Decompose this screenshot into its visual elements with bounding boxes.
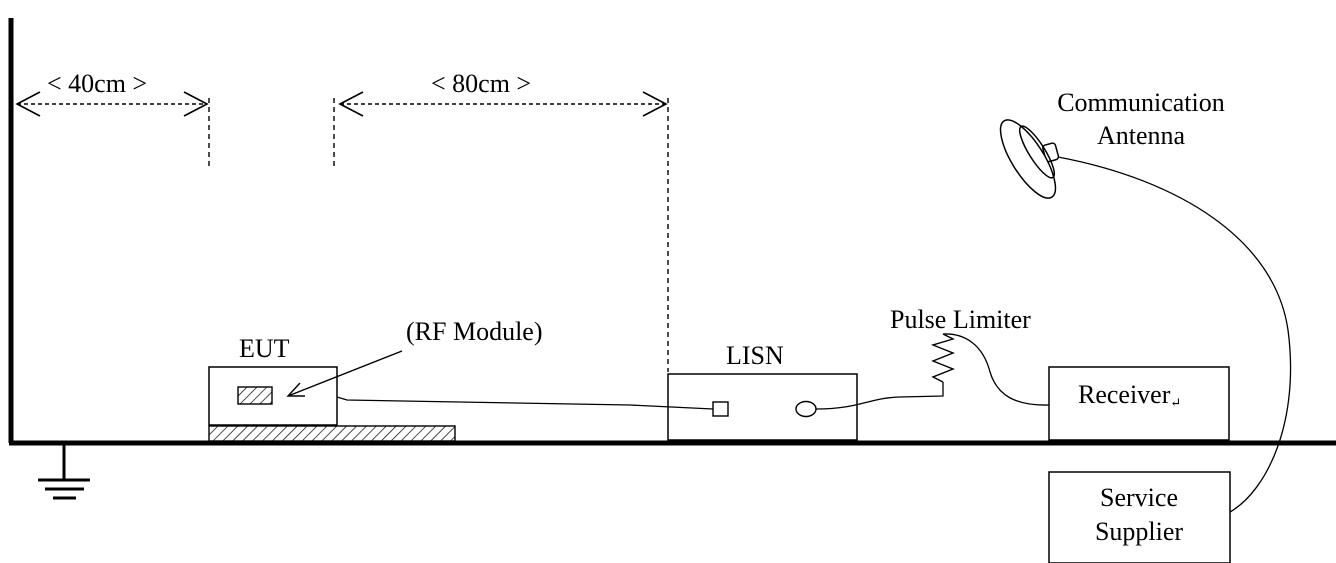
antenna-supplier-cable: [1057, 156, 1292, 513]
distance-40cm-label: < 40cm >: [47, 69, 147, 98]
resistor-icon: [930, 333, 955, 383]
receiver-label: Receiver↵: [1078, 380, 1181, 410]
receiver-return-mark: ↵: [1170, 395, 1181, 410]
lisn-label: LISN: [726, 341, 784, 370]
antenna-label-line1: Communication: [1057, 88, 1225, 117]
antenna-icon: [999, 119, 1060, 199]
distance-80cm-label: < 80cm >: [431, 69, 531, 98]
antenna-label-line2: Antenna: [1097, 121, 1186, 150]
rf-module-pointer-arrow: [286, 350, 403, 397]
ground-icon: [38, 445, 90, 500]
lisn-input-port: [712, 401, 729, 417]
distance-80cm-dimension: [333, 91, 669, 372]
pulse-limiter-label: Pulse Limiter: [890, 305, 1031, 334]
lisn-limiter-cable: [815, 382, 944, 410]
service-supplier-label-line1: Service: [1100, 483, 1178, 512]
eut-lisn-cable: [336, 396, 714, 410]
lisn-output-port: [795, 400, 817, 418]
insulating-table: [208, 425, 456, 442]
eut-box: [208, 366, 338, 426]
service-supplier-box: [1048, 471, 1231, 563]
eut-label: EUT: [239, 334, 290, 363]
limiter-receiver-cable: [942, 333, 1050, 406]
rf-module-block: [237, 386, 273, 405]
lisn-box: [667, 373, 858, 441]
service-supplier-label-line2: Supplier: [1095, 517, 1183, 546]
receiver-label-text: Receiver: [1078, 380, 1171, 409]
distance-40cm-dimension: [15, 91, 210, 168]
receiver-box: [1048, 366, 1230, 441]
rf-module-label: (RF Module): [406, 317, 543, 346]
